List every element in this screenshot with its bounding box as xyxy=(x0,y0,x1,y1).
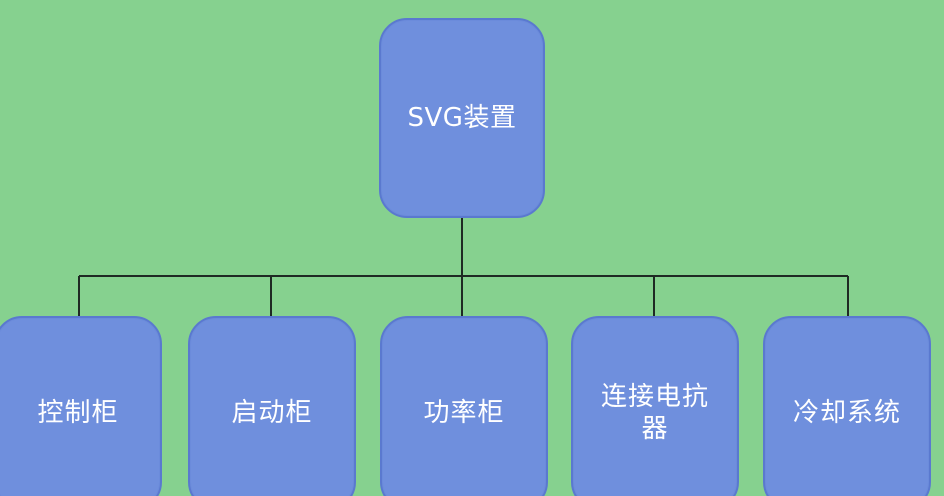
child-node-label: 控制柜 xyxy=(37,397,119,428)
child-node-label: 冷却系统 xyxy=(792,397,901,428)
child-node-control-cabinet: 控制柜 xyxy=(0,316,162,496)
child-node-label: 功率柜 xyxy=(423,397,505,428)
child-node-cooling-system: 冷却系统 xyxy=(763,316,931,496)
child-node-start-cabinet: 启动柜 xyxy=(188,316,356,496)
child-node-label: 连接电抗器 xyxy=(600,381,709,445)
root-node-svg-device: SVG装置 xyxy=(379,18,545,218)
root-node-label: SVG装置 xyxy=(407,102,517,133)
child-node-connection-reactor: 连接电抗器 xyxy=(571,316,739,496)
child-node-power-cabinet: 功率柜 xyxy=(380,316,548,496)
child-node-label: 启动柜 xyxy=(231,397,313,428)
